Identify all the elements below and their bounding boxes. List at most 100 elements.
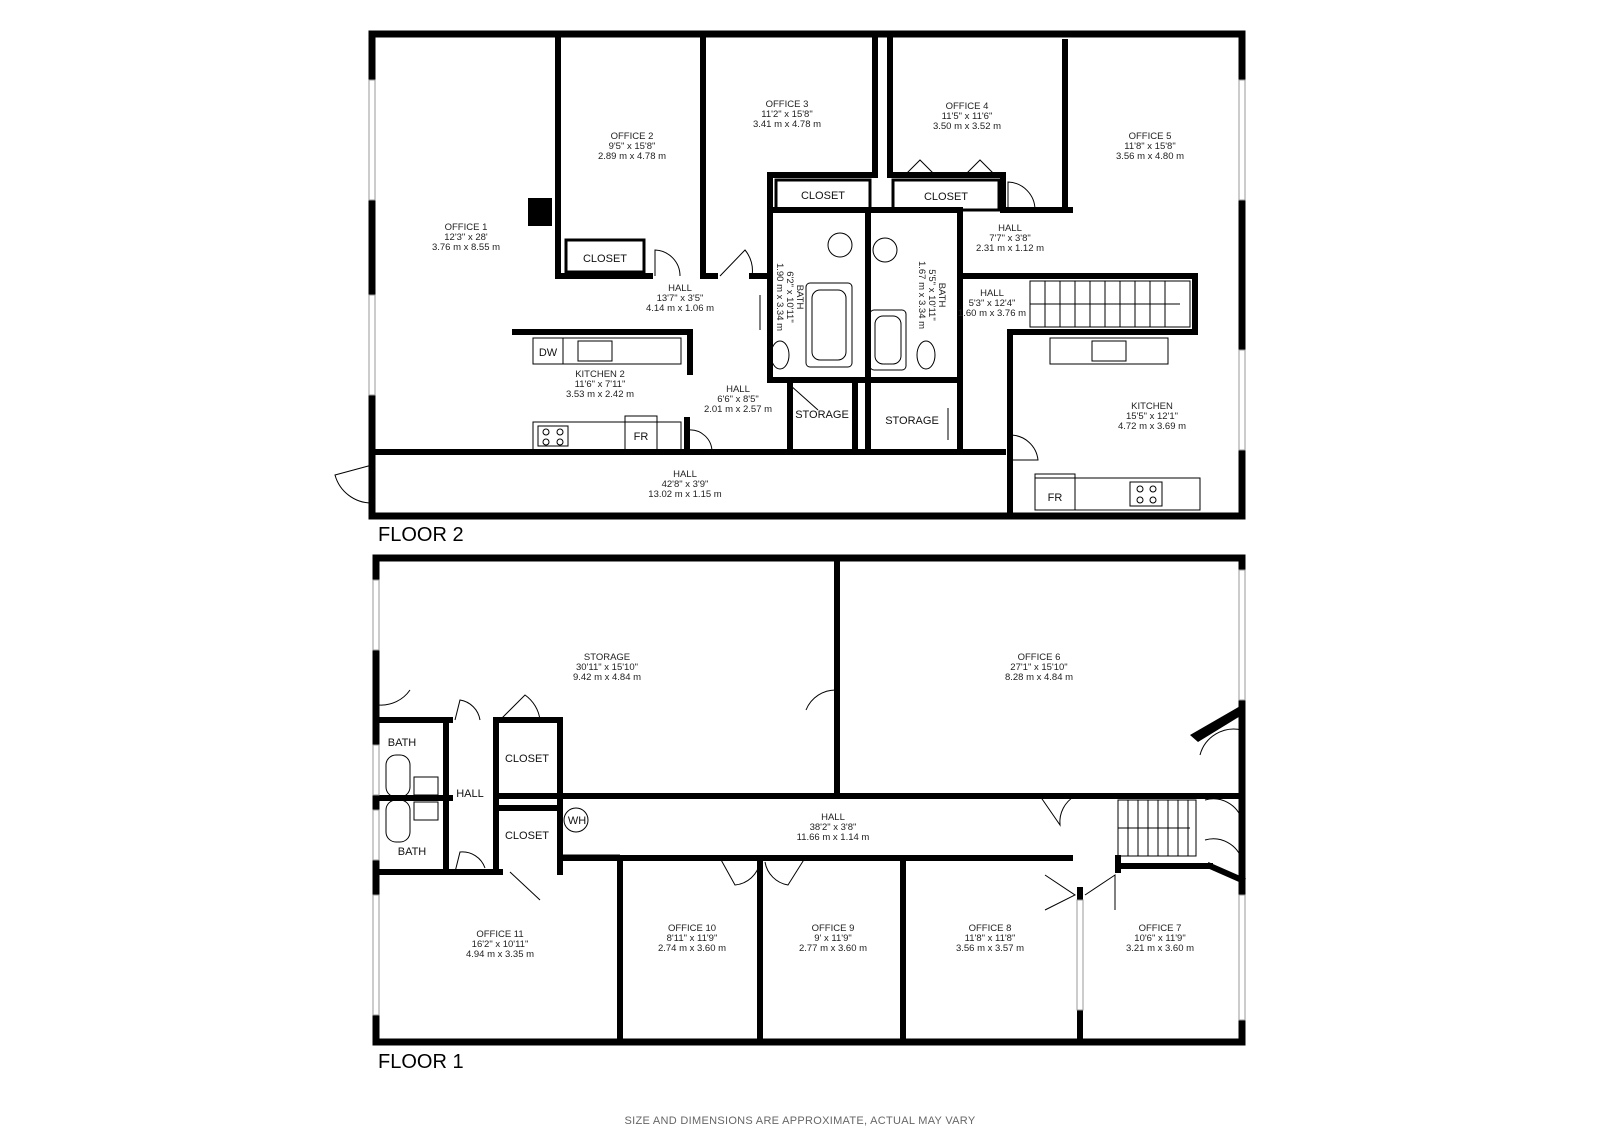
storage-label: STORAGE	[885, 415, 939, 427]
svg-text:3.76 m x 8.55 m: 3.76 m x 8.55 m	[432, 242, 500, 253]
water-heater-icon	[563, 807, 589, 833]
svg-text:HALL: HALL	[673, 469, 697, 480]
room-hall: HALL 38'2" x 3'8" 11.66 m x 1.14 m	[797, 812, 870, 843]
svg-text:2.89 m x 4.78 m: 2.89 m x 4.78 m	[598, 151, 666, 162]
svg-text:5'3" x 12'4": 5'3" x 12'4"	[969, 298, 1016, 309]
svg-text:HALL: HALL	[726, 384, 750, 395]
svg-text:38'2" x 3'8": 38'2" x 3'8"	[810, 822, 857, 833]
svg-text:OFFICE 7: OFFICE 7	[1139, 923, 1182, 934]
svg-text:STORAGE: STORAGE	[584, 652, 630, 663]
room-hall-d: HALL 6'6" x 8'5" 2.01 m x 2.57 m	[704, 384, 772, 415]
floor-1-plan: STORAGE 30'11" x 15'10" 9.42 m x 4.84 m …	[372, 554, 1246, 1073]
angled-wall	[1190, 705, 1242, 742]
svg-text:3.56 m x 3.57 m: 3.56 m x 3.57 m	[956, 943, 1024, 954]
floor-2-windows	[368, 79, 1246, 451]
room-office-7: OFFICE 7 10'6" x 11'9" 3.21 m x 3.60 m	[1126, 923, 1194, 954]
room-office-6: OFFICE 6 27'1" x 15'10" 8.28 m x 4.84 m	[1005, 652, 1073, 683]
svg-text:1.60 m x 3.76 m: 1.60 m x 3.76 m	[958, 308, 1026, 319]
svg-text:OFFICE 2: OFFICE 2	[611, 131, 654, 142]
room-hall-e: HALL 42'8" x 3'9" 13.02 m x 1.15 m	[648, 469, 721, 500]
floor-2-labels: OFFICE 1 12'3" x 28' 3.76 m x 8.55 m OFF…	[432, 99, 1186, 504]
svg-text:13'7" x 3'5": 13'7" x 3'5"	[657, 293, 704, 304]
room-office-9: OFFICE 9 9' x 11'9" 2.77 m x 3.60 m	[799, 923, 867, 954]
svg-text:HALL: HALL	[980, 288, 1004, 299]
floor-1-windows	[372, 569, 1246, 1021]
room-office-2: OFFICE 2 9'5" x 15'8" 2.89 m x 4.78 m	[598, 131, 666, 162]
floor-2-bath-fixtures	[770, 232, 936, 371]
svg-text:OFFICE 4: OFFICE 4	[946, 101, 989, 112]
svg-text:3.50 m x 3.52 m: 3.50 m x 3.52 m	[933, 121, 1001, 132]
svg-text:9' x 11'9": 9' x 11'9"	[814, 933, 851, 944]
room-hall-c: HALL 5'3" x 12'4" 1.60 m x 3.76 m	[958, 288, 1026, 319]
svg-text:OFFICE 3: OFFICE 3	[766, 99, 809, 110]
svg-text:OFFICE 5: OFFICE 5	[1129, 131, 1172, 142]
room-office-1: OFFICE 1 12'3" x 28' 3.76 m x 8.55 m	[432, 222, 500, 253]
svg-text:2.74 m x 3.60 m: 2.74 m x 3.60 m	[658, 943, 726, 954]
svg-text:11'5" x 11'6": 11'5" x 11'6"	[942, 111, 993, 122]
fridge-label: FR	[1048, 492, 1063, 504]
kitchen-2-fixtures	[532, 337, 682, 451]
storage-label: STORAGE	[795, 409, 849, 421]
room-storage: STORAGE 30'11" x 15'10" 9.42 m x 4.84 m	[573, 652, 641, 683]
svg-text:KITCHEN: KITCHEN	[1131, 401, 1173, 412]
room-office-3: OFFICE 3 11'2" x 15'8" 3.41 m x 4.78 m	[753, 99, 821, 130]
bath-label: BATH	[398, 846, 427, 858]
svg-text:OFFICE 9: OFFICE 9	[812, 923, 855, 934]
floor-2-outer-wall	[368, 30, 1246, 520]
room-bath-a: BATH 6'2" x 10'11" 1.90 m x 3.34 m	[774, 263, 805, 331]
closet-label: CLOSET	[801, 190, 845, 202]
svg-text:BATH: BATH	[794, 285, 805, 310]
floor-2-plan: OFFICE 1 12'3" x 28' 3.76 m x 8.55 m OFF…	[334, 30, 1246, 546]
svg-text:4.14 m x 1.06 m: 4.14 m x 1.06 m	[646, 303, 714, 314]
water-heater-label: WH	[568, 815, 586, 827]
svg-text:8'11" x 11'9": 8'11" x 11'9"	[667, 933, 718, 944]
svg-text:2.31 m x 1.12 m: 2.31 m x 1.12 m	[976, 243, 1044, 254]
svg-text:OFFICE 1: OFFICE 1	[445, 222, 488, 233]
fridge-label: FR	[634, 431, 649, 443]
svg-text:HALL: HALL	[821, 812, 845, 823]
svg-text:11'8" x 15'8": 11'8" x 15'8"	[1124, 141, 1175, 152]
floor-2-interior-walls	[369, 31, 1198, 519]
svg-text:2.77 m x 3.60 m: 2.77 m x 3.60 m	[799, 943, 867, 954]
floor-2-closets	[564, 178, 1001, 274]
floor-2-label: FLOOR 2	[378, 524, 464, 546]
svg-text:12'3" x 28': 12'3" x 28'	[444, 232, 488, 243]
svg-text:11'8" x 11'8": 11'8" x 11'8"	[965, 933, 1016, 944]
room-office-4: OFFICE 4 11'5" x 11'6" 3.50 m x 3.52 m	[933, 101, 1001, 132]
svg-text:HALL: HALL	[668, 283, 692, 294]
svg-text:42'8" x 3'9": 42'8" x 3'9"	[662, 479, 709, 490]
svg-text:7'7" x 3'8": 7'7" x 3'8"	[989, 233, 1031, 244]
svg-text:3.41 m x 4.78 m: 3.41 m x 4.78 m	[753, 119, 821, 130]
svg-text:BATH: BATH	[936, 283, 947, 308]
svg-text:6'2" x 10'11": 6'2" x 10'11"	[784, 271, 795, 322]
floor-1-label: FLOOR 1	[378, 1051, 464, 1073]
floor-1-bath-fixtures	[385, 754, 439, 843]
svg-text:6'6" x 8'5": 6'6" x 8'5"	[717, 394, 759, 405]
room-kitchen-2: KITCHEN 2 11'6" x 7'11" 3.53 m x 2.42 m	[566, 369, 634, 400]
svg-text:3.21 m x 3.60 m: 3.21 m x 3.60 m	[1126, 943, 1194, 954]
svg-text:3.53 m x 2.42 m: 3.53 m x 2.42 m	[566, 389, 634, 400]
kitchen-fixtures	[1034, 337, 1201, 511]
svg-text:30'11" x 15'10": 30'11" x 15'10"	[576, 662, 638, 673]
svg-text:27'1" x 15'10": 27'1" x 15'10"	[1010, 662, 1067, 673]
svg-text:11.66 m x 1.14 m: 11.66 m x 1.14 m	[797, 832, 870, 843]
room-office-8: OFFICE 8 11'8" x 11'8" 3.56 m x 3.57 m	[956, 923, 1024, 954]
svg-text:OFFICE 6: OFFICE 6	[1018, 652, 1061, 663]
chimney-block	[528, 198, 552, 226]
svg-text:OFFICE 11: OFFICE 11	[476, 929, 523, 940]
svg-text:3.56 m x 4.80 m: 3.56 m x 4.80 m	[1116, 151, 1184, 162]
room-office-10: OFFICE 10 8'11" x 11'9" 2.74 m x 3.60 m	[658, 923, 726, 954]
svg-text:4.72 m x 3.69 m: 4.72 m x 3.69 m	[1118, 421, 1186, 432]
svg-text:15'5" x 12'1": 15'5" x 12'1"	[1126, 411, 1178, 422]
room-hall-b: HALL 7'7" x 3'8" 2.31 m x 1.12 m	[976, 223, 1044, 254]
svg-text:2.01 m x 2.57 m: 2.01 m x 2.57 m	[704, 404, 772, 415]
svg-text:5'5" x 10'11": 5'5" x 10'11"	[926, 269, 937, 320]
floor-1-doors	[378, 670, 1243, 911]
floor-1-outer-wall	[372, 554, 1246, 1046]
svg-text:4.94 m x 3.35 m: 4.94 m x 3.35 m	[466, 949, 534, 960]
svg-text:16'2" x 10'11": 16'2" x 10'11"	[472, 939, 529, 950]
svg-text:8.28 m x 4.84 m: 8.28 m x 4.84 m	[1005, 672, 1073, 683]
closet-label: CLOSET	[924, 191, 968, 203]
svg-text:11'6" x 7'11": 11'6" x 7'11"	[575, 379, 626, 390]
floor-2-doors	[334, 159, 1039, 504]
